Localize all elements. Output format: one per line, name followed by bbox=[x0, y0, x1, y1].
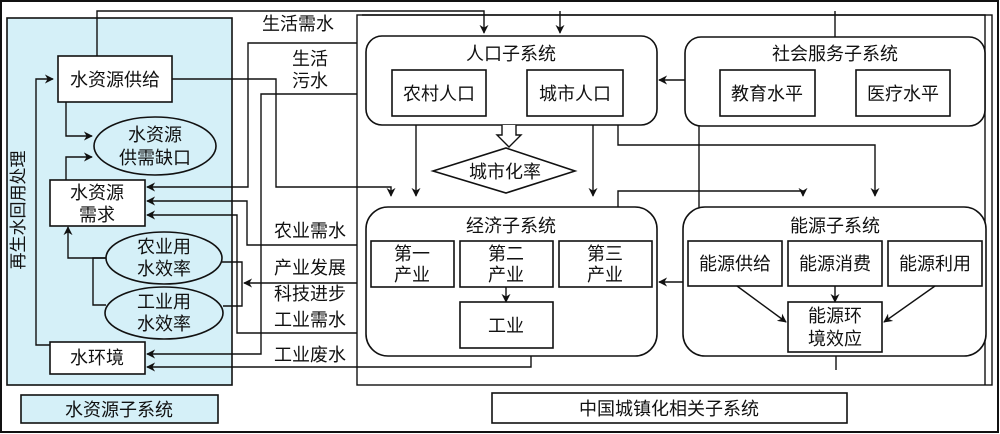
energy-internal-arrows bbox=[736, 285, 936, 323]
node-energy-utilization-label: 能源利用 bbox=[899, 254, 971, 275]
node-water-supply-label: 水资源供给 bbox=[70, 70, 160, 91]
population-title: 人口子系统 bbox=[466, 44, 556, 65]
node-energy-env-effect-label-1: 能源环 bbox=[808, 306, 862, 327]
node-agri-efficiency-label-1: 农业用 bbox=[137, 237, 191, 258]
node-industry bbox=[459, 301, 554, 349]
urbanization-label-box bbox=[491, 392, 848, 424]
node-water-demand-label-2: 需求 bbox=[79, 205, 115, 226]
node-energy-env-effect bbox=[787, 301, 883, 353]
node-secondary-label-1: 第二 bbox=[488, 244, 524, 265]
node-urbanization-rate-label: 城市化率 bbox=[469, 162, 541, 183]
economy-title: 经济子系统 bbox=[466, 216, 556, 237]
flow-domestic-sewage-1: 生活 bbox=[292, 49, 328, 70]
node-medical-label: 医疗水平 bbox=[867, 84, 939, 105]
water-internal-arrows bbox=[63, 102, 243, 307]
node-energy-supply bbox=[687, 240, 783, 287]
node-education-label: 教育水平 bbox=[731, 84, 803, 105]
node-urban-population bbox=[526, 69, 624, 117]
node-water-environment bbox=[49, 341, 146, 375]
hollow-arrow-icon bbox=[495, 125, 523, 148]
node-ind-efficiency-label-2: 水效率 bbox=[137, 314, 191, 335]
node-energy-consumption-label: 能源消费 bbox=[799, 254, 871, 275]
node-medical bbox=[855, 69, 951, 117]
node-water-demand-label-1: 水资源 bbox=[70, 183, 124, 204]
node-agri-efficiency-label-2: 水效率 bbox=[137, 259, 191, 280]
node-urbanization-rate bbox=[430, 147, 578, 194]
urbanization-label: 中国城镇化相关子系统 bbox=[579, 399, 759, 420]
node-energy-supply-label: 能源供给 bbox=[699, 254, 771, 275]
energy-title: 能源子系统 bbox=[790, 216, 880, 237]
node-education bbox=[719, 69, 816, 117]
node-ind-efficiency bbox=[104, 286, 224, 340]
flow-agri-demand: 农业需水 bbox=[274, 221, 346, 242]
node-tertiary-industry bbox=[558, 240, 653, 288]
flow-industry-dev: 产业发展 bbox=[274, 258, 346, 279]
node-tertiary-label-2: 产业 bbox=[587, 265, 623, 286]
node-secondary-label-2: 产业 bbox=[488, 265, 524, 286]
node-rural-population bbox=[391, 69, 487, 117]
node-primary-industry bbox=[370, 240, 455, 288]
node-secondary-industry bbox=[459, 240, 554, 288]
node-primary-label-2: 产业 bbox=[394, 265, 430, 286]
node-energy-consumption bbox=[787, 240, 883, 287]
node-energy-utilization bbox=[887, 240, 983, 287]
node-water-gap bbox=[93, 116, 217, 176]
node-ind-efficiency-label-1: 工业用 bbox=[137, 292, 191, 313]
node-energy-env-effect-label-2: 境效应 bbox=[808, 329, 862, 350]
node-water-gap-label-1: 水资源 bbox=[128, 125, 182, 146]
node-industry-label: 工业 bbox=[488, 316, 524, 337]
recycled-water-loop bbox=[35, 74, 54, 346]
social-title: 社会服务子系统 bbox=[772, 44, 898, 65]
node-water-gap-label-2: 供需缺口 bbox=[119, 148, 191, 169]
node-primary-label-1: 第一 bbox=[394, 244, 430, 265]
node-water-demand bbox=[49, 179, 146, 227]
flow-domestic-demand: 生活需水 bbox=[262, 14, 334, 35]
water-subsystem-label: 水资源子系统 bbox=[65, 400, 173, 421]
node-water-environment-label: 水环境 bbox=[70, 348, 124, 369]
recycled-water-label: 再生水回用处理 bbox=[9, 151, 29, 270]
node-urban-population-label: 城市人口 bbox=[539, 84, 611, 105]
flow-ind-demand: 工业需水 bbox=[274, 310, 346, 331]
flow-ind-wastewater: 工业废水 bbox=[274, 345, 346, 366]
node-rural-population-label: 农村人口 bbox=[403, 84, 475, 105]
node-tertiary-label-1: 第三 bbox=[587, 244, 623, 265]
flow-tech-progress: 科技进步 bbox=[274, 284, 346, 305]
water-subsystem-label-box bbox=[20, 394, 219, 424]
flow-domestic-sewage-2: 污水 bbox=[292, 71, 328, 92]
